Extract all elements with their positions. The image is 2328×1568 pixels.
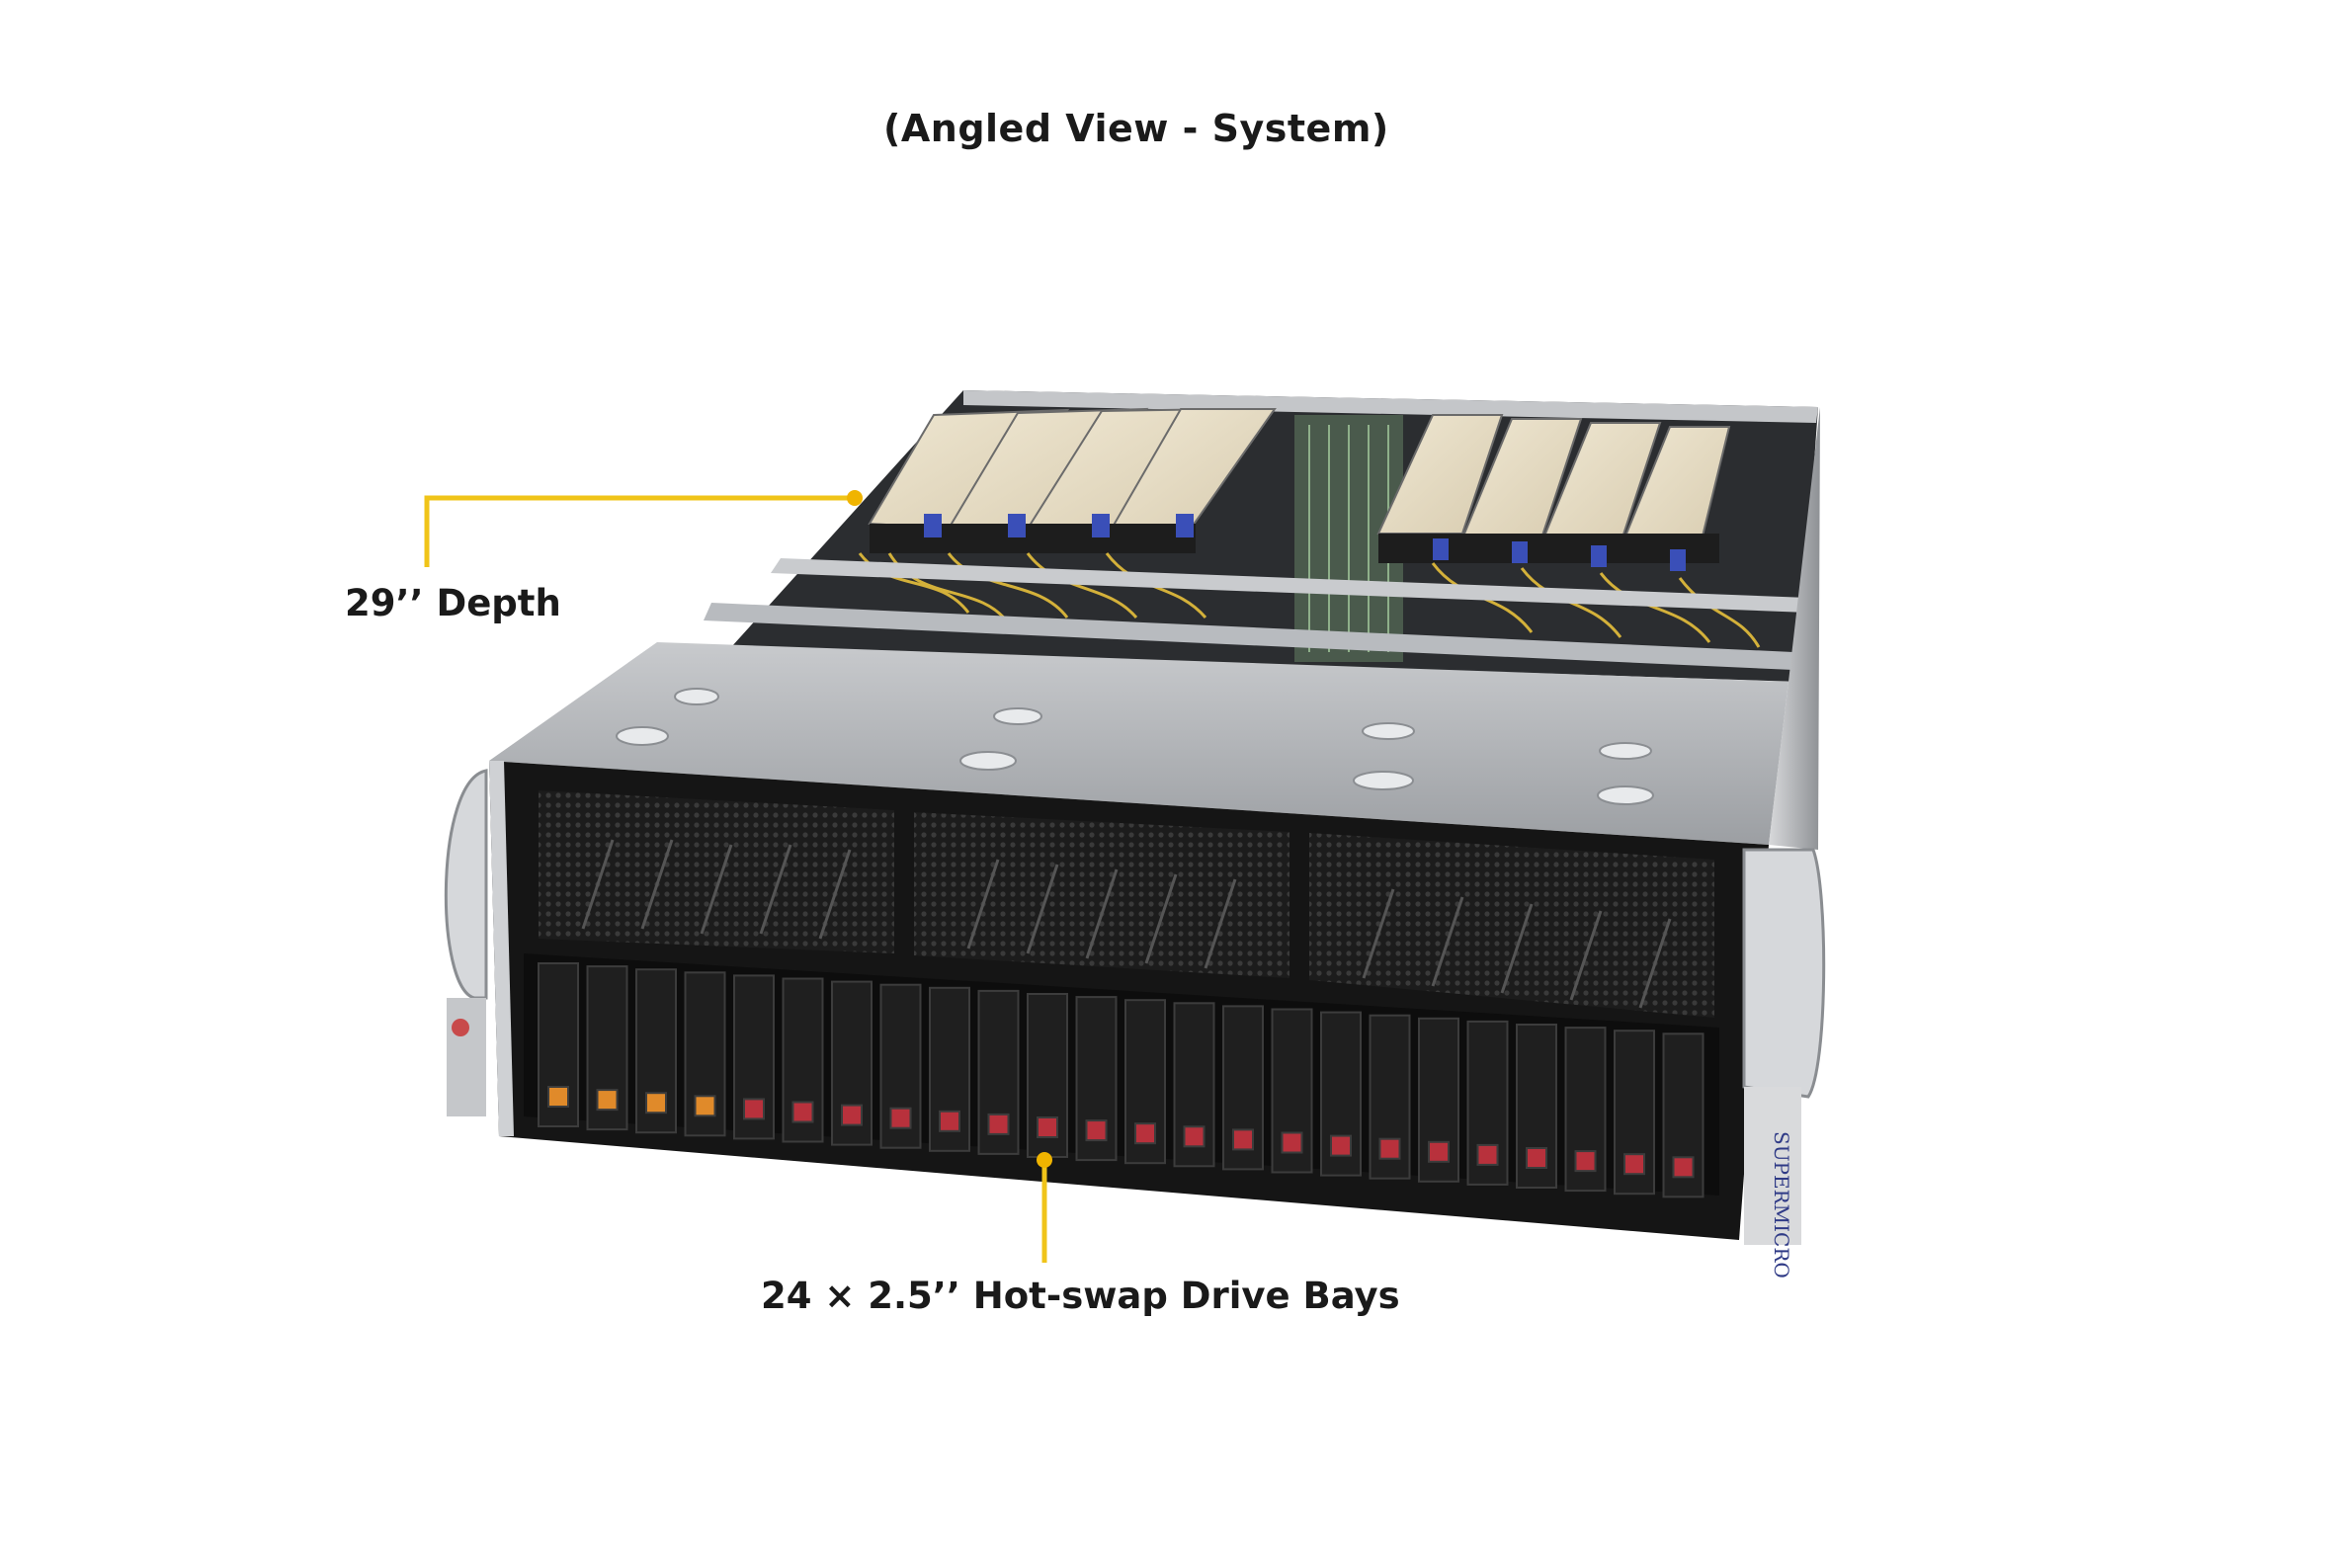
drive-release-tab (1378, 1137, 1401, 1160)
drive-release-tab (1672, 1156, 1695, 1179)
drive-release-tab (1623, 1153, 1645, 1176)
drive-release-tab (791, 1101, 814, 1123)
drive-release-tab (1085, 1119, 1108, 1142)
brand-logo: SUPERMICRO (1770, 1131, 1793, 1279)
drive-release-tab (1330, 1134, 1352, 1157)
drive-release-tab (596, 1089, 619, 1112)
side-panel (1769, 407, 1820, 850)
drive-release-tab (1232, 1128, 1254, 1151)
bays-callout-dot (1037, 1152, 1052, 1168)
bays-callout-line (1037, 1152, 1052, 1263)
top-cover (489, 642, 1788, 845)
drive-release-tab (841, 1104, 863, 1126)
drive-release-tab (1428, 1140, 1450, 1163)
cover-vents (616, 688, 1654, 805)
drive-bays-callout-label: 24 × 2.5’’ Hot-swap Drive Bays (761, 1275, 1400, 1317)
depth-callout-dot (847, 490, 863, 506)
drive-bays (524, 953, 1719, 1198)
drive-release-tab (1476, 1143, 1499, 1166)
drive-release-tab (645, 1092, 667, 1114)
gpu-cards-right (1376, 414, 1731, 571)
drive-release-tab (743, 1098, 765, 1120)
gpu-cards-left (868, 407, 1277, 553)
drive-bay-sled (1320, 1011, 1362, 1177)
front-handles (444, 769, 1826, 1245)
cross-bar (771, 558, 1808, 613)
depth-callout-line (424, 490, 863, 567)
drive-release-tab (1134, 1122, 1156, 1145)
drive-release-tab (1574, 1150, 1597, 1173)
drive-release-tab (987, 1113, 1010, 1135)
cross-bar (704, 603, 1793, 670)
drive-release-tab (1183, 1125, 1206, 1148)
drive-release-tab (939, 1110, 960, 1132)
drive-release-tab (694, 1095, 716, 1117)
page-title: (Angled View - System) (883, 107, 1389, 150)
depth-callout-label: 29’’ Depth (345, 582, 561, 624)
drive-release-tab (1281, 1131, 1303, 1154)
drive-bay-sled (586, 965, 628, 1131)
fan-mesh-panels (539, 790, 1714, 1018)
drive-release-tab (547, 1086, 569, 1108)
drive-release-tab (889, 1107, 912, 1129)
drive-release-tab (1526, 1147, 1547, 1169)
drive-release-tab (1037, 1116, 1058, 1138)
